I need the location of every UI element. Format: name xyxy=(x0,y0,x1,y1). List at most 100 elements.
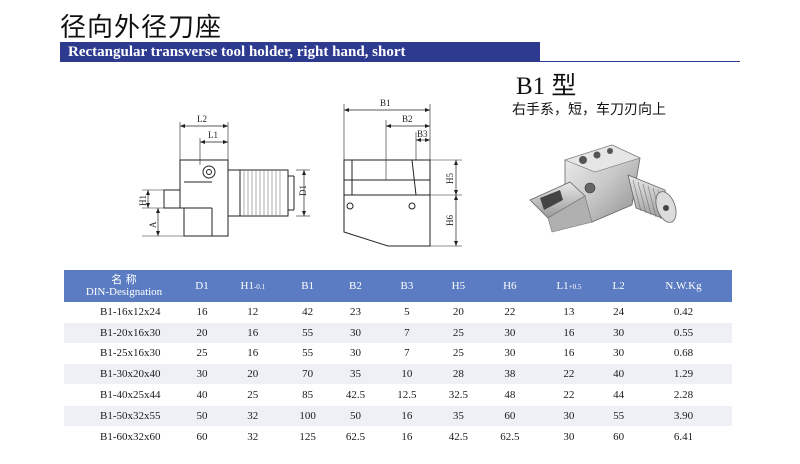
dim-label-h6: H6 xyxy=(445,215,455,226)
tool-holder-3d-image xyxy=(529,144,677,233)
table-cell: 42.5 xyxy=(329,384,382,406)
table-cell: 7 xyxy=(381,322,433,344)
dim-label-d1: D1 xyxy=(298,185,308,196)
table-cell: 32.5 xyxy=(432,384,485,406)
cell-designation: B1-25x16x30 xyxy=(64,343,184,365)
col-designation: 名 称 DIN-Designation xyxy=(64,270,184,302)
col-l1: L1+0.5 xyxy=(535,270,603,302)
table-cell: 55 xyxy=(602,405,635,427)
dim-label-b1: B1 xyxy=(380,98,391,108)
table-cell: 70 xyxy=(285,363,330,386)
table-cell: 30 xyxy=(329,322,382,344)
col-b1: B1 xyxy=(285,270,330,302)
col-d1-label: D1 xyxy=(195,280,209,292)
table-cell: 30 xyxy=(184,363,220,386)
table-cell: 20 xyxy=(432,302,485,323)
cell-designation: B1-50x32x55 xyxy=(64,405,184,427)
table-cell: 2.28 xyxy=(634,384,732,406)
table-cell: 30 xyxy=(484,343,536,365)
col-designation-en: DIN-Designation xyxy=(85,286,163,298)
table-cell: 30 xyxy=(602,343,635,365)
table-cell: 25 xyxy=(432,322,485,344)
dim-label-h5: H5 xyxy=(445,173,455,184)
table-cell: 16 xyxy=(535,322,603,344)
table-cell: 44 xyxy=(602,384,635,406)
col-d1: D1 xyxy=(184,270,220,302)
table-cell: 13 xyxy=(535,302,603,323)
col-h6: H6 xyxy=(484,270,536,302)
table-cell: 1.29 xyxy=(634,363,732,386)
model-description: 右手系，短，车刀刃向上 xyxy=(512,102,666,118)
table-cell: 125 xyxy=(285,426,330,448)
table-cell: 30 xyxy=(535,426,603,448)
table-cell: 0.55 xyxy=(634,322,732,344)
table-cell: 55 xyxy=(285,343,330,365)
dimension-arrows xyxy=(146,108,458,246)
col-h1: H1-0.1 xyxy=(219,270,286,302)
side-view xyxy=(142,122,310,237)
table-cell: 35 xyxy=(329,363,382,386)
col-b3-label: B3 xyxy=(400,280,414,292)
table-cell: 10 xyxy=(381,363,433,386)
table-cell: 22 xyxy=(535,384,603,406)
table-cell: 85 xyxy=(285,384,330,406)
table-cell: 20 xyxy=(219,363,286,386)
table-cell: 16 xyxy=(381,405,433,427)
dim-label-b2: B2 xyxy=(402,114,413,124)
col-b2-label: B2 xyxy=(349,280,362,292)
table-cell: 32 xyxy=(219,405,286,427)
table-cell: 50 xyxy=(184,405,220,427)
table-cell: 42 xyxy=(285,302,330,323)
cell-designation: B1-40x25x44 xyxy=(64,384,184,406)
dim-label-b3: B3 xyxy=(417,129,428,139)
table-cell: 22 xyxy=(484,302,536,323)
table-cell: 16 xyxy=(219,322,286,344)
col-nwkg: N.W.Kg xyxy=(634,270,732,302)
table-cell: 60 xyxy=(484,405,536,427)
dim-label-a: A xyxy=(148,221,158,228)
table-cell: 25 xyxy=(184,343,220,365)
col-l1-tolerance: +0.5 xyxy=(568,283,582,291)
model-code: B1 型 xyxy=(516,73,577,100)
cell-designation: B1-30x20x40 xyxy=(64,363,184,386)
table-cell: 20 xyxy=(184,322,220,344)
table-cell: 25 xyxy=(432,343,485,365)
col-h6-label: H6 xyxy=(503,280,517,292)
col-nwkg-label: N.W.Kg xyxy=(665,280,702,292)
table-cell: 12.5 xyxy=(381,384,433,406)
table-cell: 16 xyxy=(381,426,433,448)
table-cell: 24 xyxy=(602,302,635,323)
dim-label-h1: H1 xyxy=(138,195,148,206)
col-h5: H5 xyxy=(432,270,485,302)
table-cell: 12 xyxy=(219,302,286,323)
table-cell: 16 xyxy=(184,302,220,323)
table-cell: 28 xyxy=(432,363,485,386)
table-cell: 32 xyxy=(219,426,286,448)
table-cell: 30 xyxy=(329,343,382,365)
col-b3: B3 xyxy=(381,270,433,302)
table-cell: 60 xyxy=(602,426,635,448)
table-cell: 25 xyxy=(219,384,286,406)
table-cell: 0.68 xyxy=(634,343,732,365)
col-b2: B2 xyxy=(329,270,382,302)
table-cell: 7 xyxy=(381,343,433,365)
table-cell: 6.41 xyxy=(634,426,732,448)
banner-underline xyxy=(540,61,740,62)
table-cell: 0.42 xyxy=(634,302,732,323)
page-title: 径向外径刀座 xyxy=(60,13,223,43)
table-cell: 16 xyxy=(535,343,603,365)
table-cell: 55 xyxy=(285,322,330,344)
table-cell: 40 xyxy=(602,363,635,386)
col-l1-label: L1 xyxy=(556,280,569,292)
table-cell: 40 xyxy=(184,384,220,406)
table-cell: 35 xyxy=(432,405,485,427)
table-cell: 22 xyxy=(535,363,603,386)
table-cell: 60 xyxy=(184,426,220,448)
table-cell: 16 xyxy=(219,343,286,365)
table-cell: 50 xyxy=(329,405,382,427)
